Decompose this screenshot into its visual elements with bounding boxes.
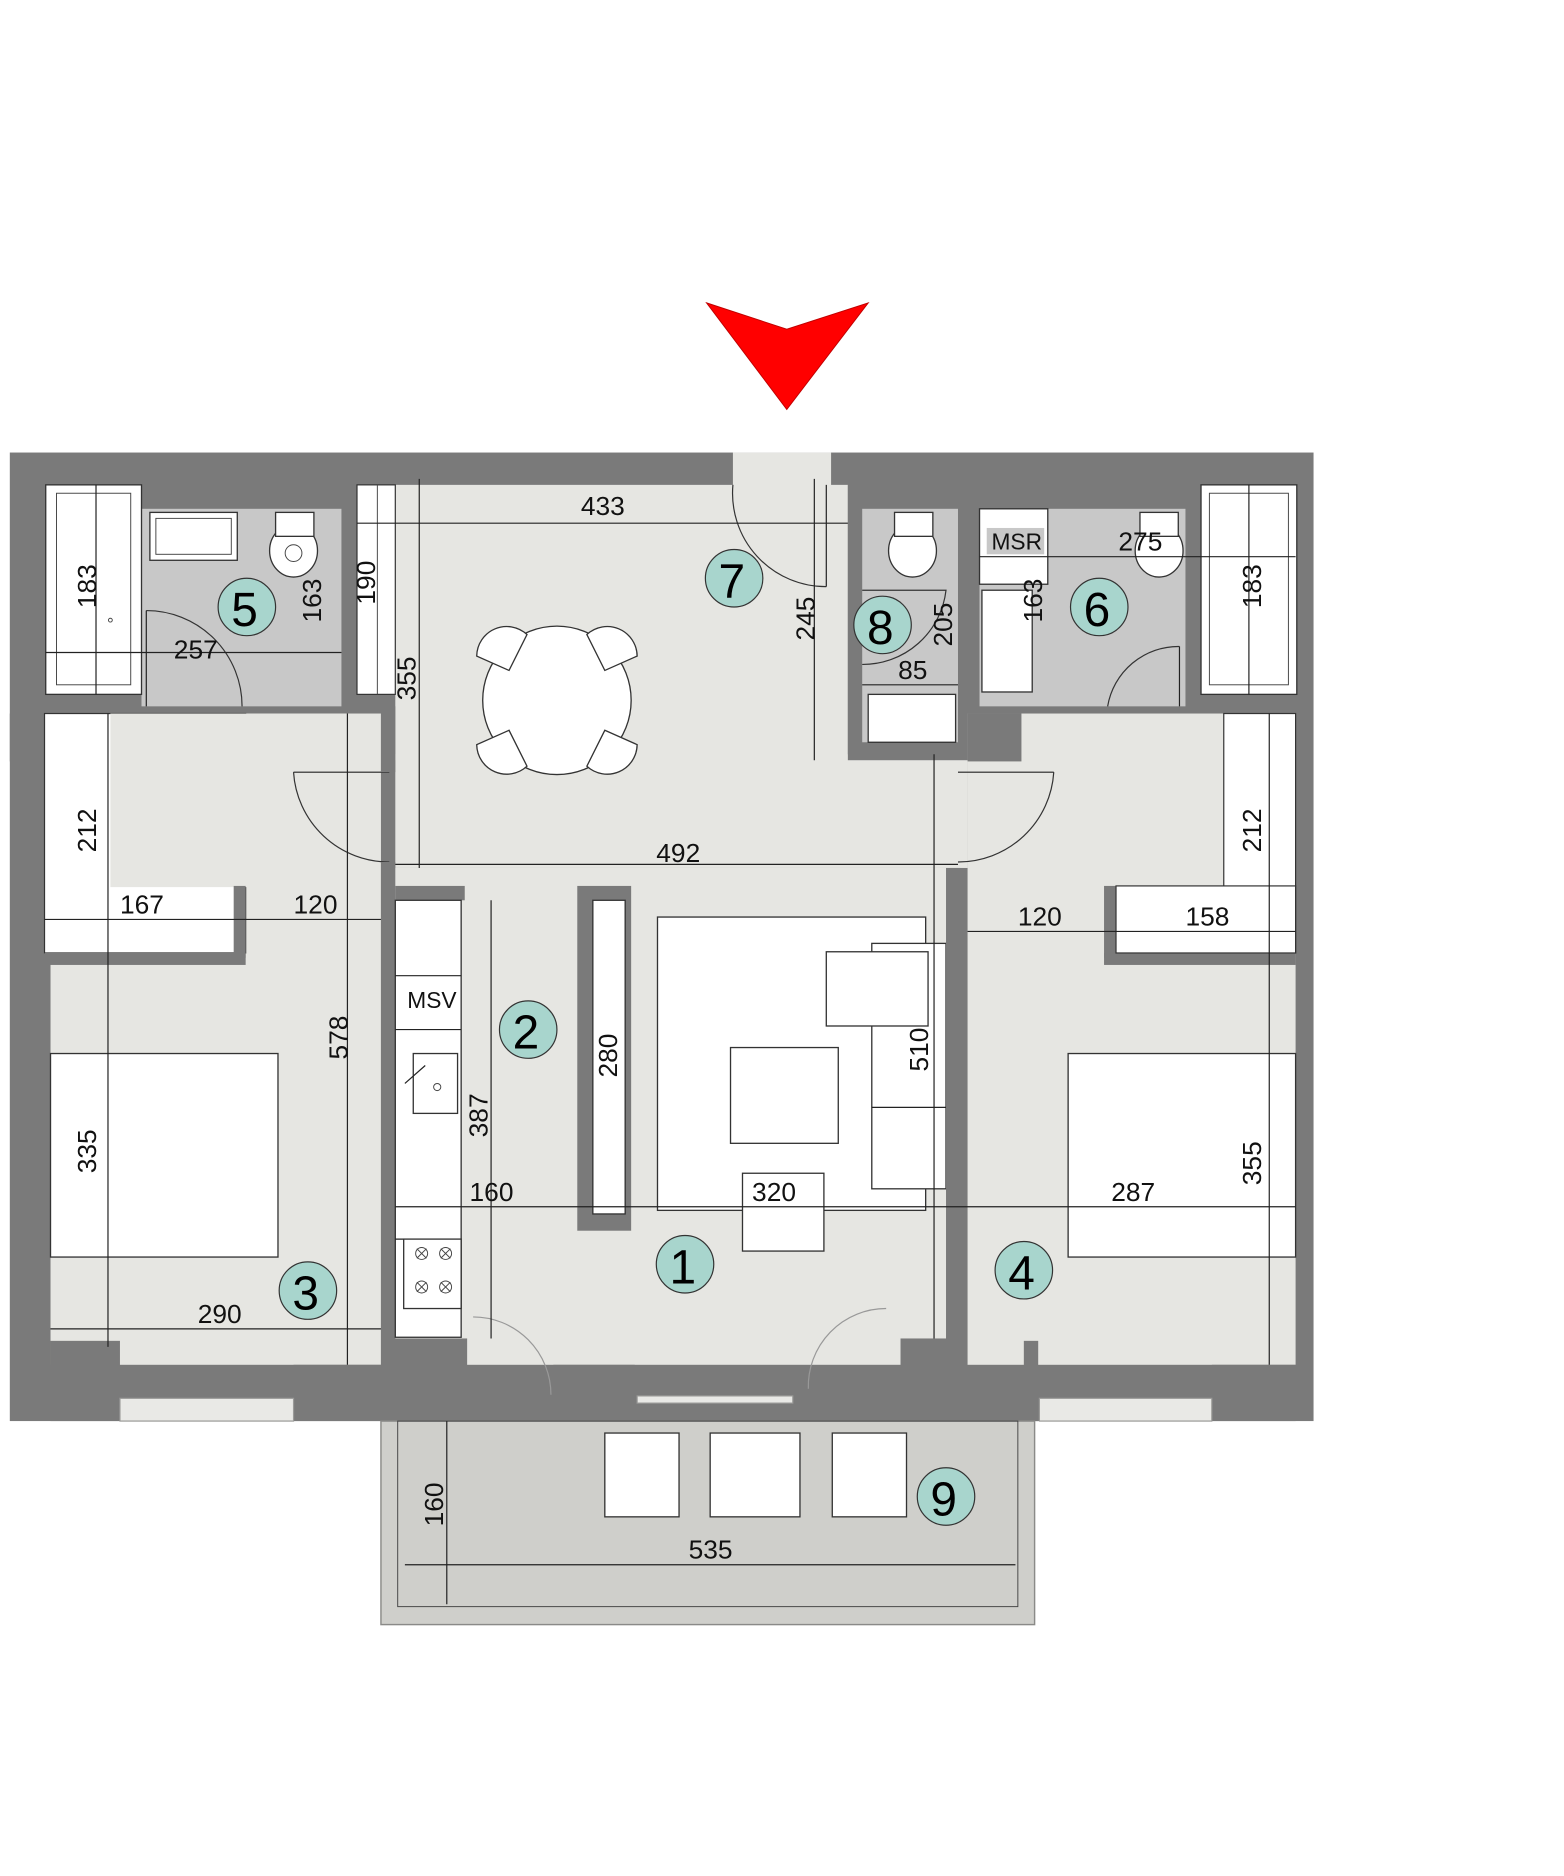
balcony-chair-left xyxy=(604,1432,680,1518)
dim-510: 510 xyxy=(904,1028,934,1072)
svg-text:4: 4 xyxy=(1008,1247,1035,1300)
dim-190: 190 xyxy=(351,561,381,605)
armchair xyxy=(741,1172,825,1252)
dim-163-b5: 163 xyxy=(297,579,327,623)
bed-4 xyxy=(1067,1052,1297,1258)
dim-163-b6: 163 xyxy=(1018,579,1048,623)
room-marker-4: 4 xyxy=(994,1240,1054,1300)
room-marker-9: 9 xyxy=(916,1467,976,1527)
dim-492: 492 xyxy=(656,838,700,868)
dim-120-right: 120 xyxy=(1018,901,1062,931)
svg-text:5: 5 xyxy=(231,584,258,637)
msv-label: MSV xyxy=(407,987,457,1013)
bathtub-8 xyxy=(867,693,957,743)
room-marker-1: 1 xyxy=(655,1234,715,1294)
dim-280: 280 xyxy=(593,1034,623,1078)
dim-320: 320 xyxy=(752,1177,796,1207)
dim-290: 290 xyxy=(198,1299,242,1329)
dim-160-balcony: 160 xyxy=(419,1482,449,1526)
room-marker-6: 6 xyxy=(1069,577,1129,637)
svg-text:7: 7 xyxy=(719,555,746,608)
room-marker-7: 7 xyxy=(704,548,764,608)
dim-578: 578 xyxy=(323,1016,353,1060)
dim-160-kitchen: 160 xyxy=(470,1177,514,1207)
room-marker-5: 5 xyxy=(217,577,277,637)
entrance-arrow-icon xyxy=(705,301,870,411)
svg-text:9: 9 xyxy=(930,1474,957,1527)
svg-text:6: 6 xyxy=(1084,584,1111,637)
entry-doorway xyxy=(732,452,832,489)
room-marker-2: 2 xyxy=(498,1000,558,1060)
dim-205: 205 xyxy=(928,603,958,647)
dim-275: 275 xyxy=(1118,527,1162,557)
dim-212-left: 212 xyxy=(72,808,102,852)
dim-387: 387 xyxy=(463,1093,493,1137)
dim-335: 335 xyxy=(72,1129,102,1173)
dim-535: 535 xyxy=(689,1535,733,1565)
room-balcony xyxy=(380,1420,1036,1626)
hob xyxy=(403,1238,462,1310)
dimension-lines xyxy=(44,478,1296,1605)
dim-183-b5: 183 xyxy=(72,564,102,608)
dim-355-bed4: 355 xyxy=(1237,1141,1267,1185)
dim-433: 433 xyxy=(581,491,625,521)
hob-burners-icon xyxy=(415,1246,453,1294)
dim-85: 85 xyxy=(898,655,927,685)
washbasin-5 xyxy=(149,511,238,561)
msr-label: MSR xyxy=(992,529,1043,555)
svg-text:8: 8 xyxy=(867,602,894,655)
hall-lower xyxy=(395,754,968,868)
dim-257: 257 xyxy=(174,634,218,664)
dim-287: 287 xyxy=(1111,1177,1155,1207)
coffee-table xyxy=(729,1046,839,1144)
balcony-table xyxy=(709,1432,801,1518)
svg-text:1: 1 xyxy=(669,1241,696,1294)
dim-183-b6: 183 xyxy=(1237,564,1267,608)
room-marker-8: 8 xyxy=(853,595,912,655)
dining-set xyxy=(476,625,638,776)
room-marker-3: 3 xyxy=(278,1261,338,1321)
dim-355-hall: 355 xyxy=(392,656,422,700)
hall-wardrobe xyxy=(356,484,396,695)
dim-212-right: 212 xyxy=(1237,808,1267,852)
dim-120-left: 120 xyxy=(294,889,338,919)
washbasin-6 xyxy=(981,589,1033,693)
dim-245: 245 xyxy=(790,597,820,641)
bed-3 xyxy=(49,1052,279,1258)
balcony-chair-right xyxy=(831,1432,908,1518)
svg-text:3: 3 xyxy=(292,1268,319,1321)
dim-167: 167 xyxy=(120,889,164,919)
svg-text:2: 2 xyxy=(513,1007,540,1060)
dim-158: 158 xyxy=(1185,901,1229,931)
bathtub-5 xyxy=(45,484,143,696)
